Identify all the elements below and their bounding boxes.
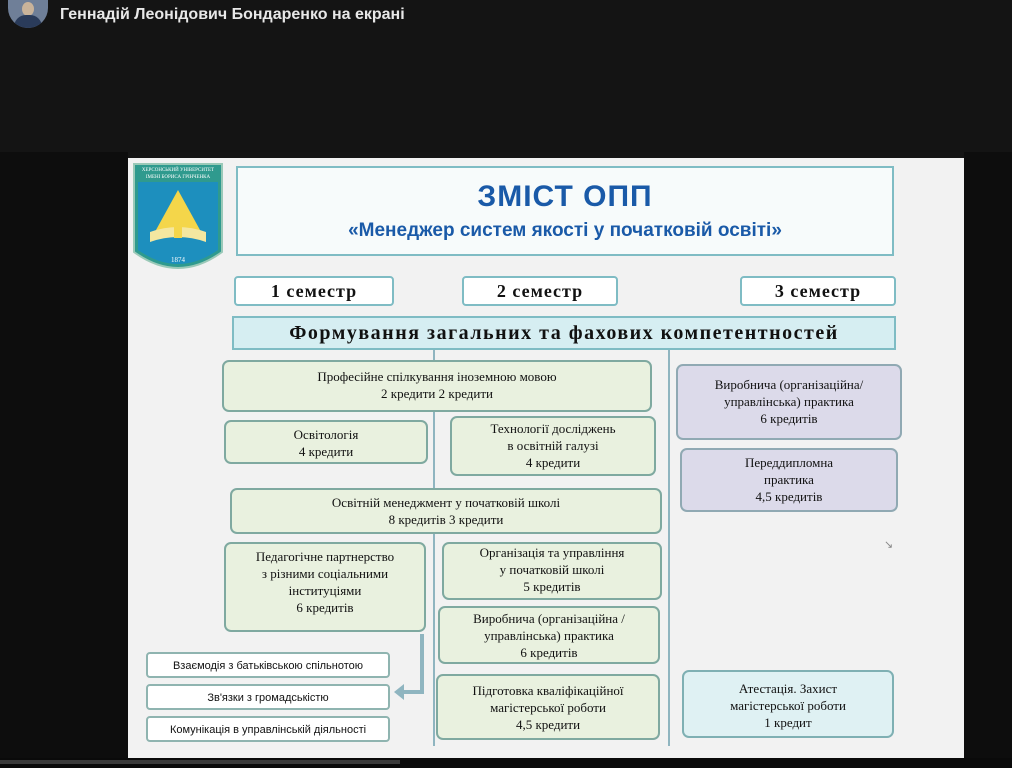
block-organization-management: Організація та управління у початковій ш… xyxy=(442,542,662,600)
block-foreign-language: Професійне спілкування іноземною мовою 2… xyxy=(222,360,652,412)
slide-title: ЗМІСТ ОПП xyxy=(477,180,653,213)
university-logo: ХЕРСОНСЬКИЙ УНІВЕРСИТЕТ ІМЕНІ БОРИСА ГРІ… xyxy=(133,163,223,269)
right-dark-margin xyxy=(964,152,1012,768)
mouse-cursor-icon: ↘ xyxy=(884,539,894,551)
block-prediploma-practice: Переддипломна практика 4,5 кредитів xyxy=(680,448,898,512)
slide-subtitle: «Менеджер систем якості у початковій осв… xyxy=(348,220,782,241)
block-education-management: Освітній менеджмент у початковій школі 8… xyxy=(230,488,662,534)
block-attestation: Атестація. Захист магістерської роботи 1… xyxy=(682,670,894,738)
return-arrow-icon xyxy=(394,634,424,700)
connector-line xyxy=(668,350,670,746)
logo-top-text-1: ХЕРСОНСЬКИЙ УНІВЕРСИТЕТ xyxy=(142,167,214,173)
semester-3-label: 3 семестр xyxy=(740,276,896,306)
block-practice-semester2: Виробнича (організаційна / управлінська)… xyxy=(438,606,660,664)
connector-line xyxy=(433,350,435,746)
shared-slide: ХЕРСОНСЬКИЙ УНІВЕРСИТЕТ ІМЕНІ БОРИСА ГРІ… xyxy=(128,158,964,758)
semester-2-label: 2 семестр xyxy=(462,276,618,306)
competencies-banner: Формування загальних та фахових компетен… xyxy=(232,316,896,350)
block-practice-semester3: Виробнича (організаційна/ управлінська) … xyxy=(676,364,902,440)
logo-top-text-2: ІМЕНІ БОРИСА ГРІНЧЕНКА xyxy=(146,175,211,180)
block-pedagogical-partnership: Педагогічне партнерство з різними соціал… xyxy=(224,542,426,632)
side-item-communication: Комунікація в управлінській діяльності xyxy=(146,716,390,742)
block-research-tech: Технології досліджень в освітній галузі … xyxy=(450,416,656,476)
block-thesis-preparation: Підготовка кваліфікаційної магістерської… xyxy=(436,674,660,740)
slide-title-box: ЗМІСТ ОПП «Менеджер систем якості у поча… xyxy=(236,166,894,256)
side-item-parents: Взаємодія з батьківською спільнотою xyxy=(146,652,390,678)
block-osvitologiya: Освітологія 4 кредити xyxy=(224,420,428,464)
video-top-bar: Геннадій Леонідович Бондаренко на екрані xyxy=(0,0,1012,152)
presenter-label: Геннадій Леонідович Бондаренко на екрані xyxy=(60,6,405,23)
presenter-avatar[interactable] xyxy=(8,0,48,28)
logo-year: 1874 xyxy=(171,256,186,264)
left-dark-margin xyxy=(0,152,128,768)
bottom-bar xyxy=(0,758,1012,768)
semester-1-label: 1 семестр xyxy=(234,276,394,306)
side-item-public-relations: Зв'язки з громадськістю xyxy=(146,684,390,710)
